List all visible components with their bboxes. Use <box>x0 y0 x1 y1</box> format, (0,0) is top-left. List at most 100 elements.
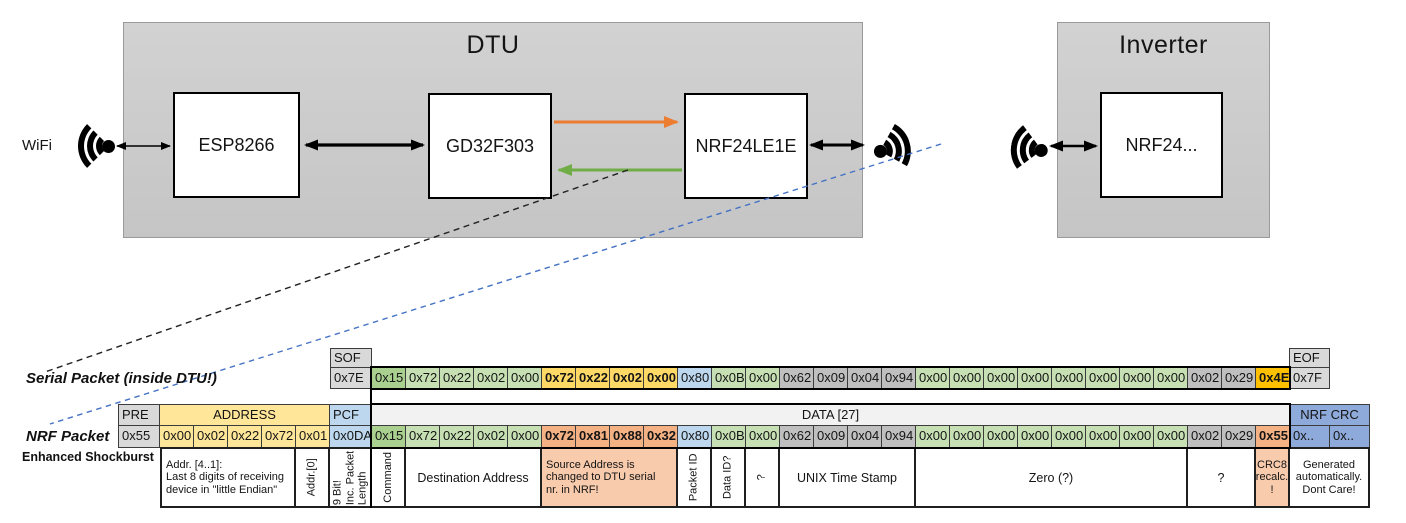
serial-byte-cell: 0x0B <box>711 367 746 389</box>
nrf-byte-cell: 0x09 <box>813 425 848 448</box>
serial-byte-cell: 0x00 <box>643 367 678 389</box>
nrf-byte-cell: 0x00 <box>1051 425 1086 448</box>
address-byte-cell: 0x01 <box>295 425 330 448</box>
annotation-cell: Destination Address <box>404 447 542 508</box>
wifi-label: WiFi <box>22 137 52 154</box>
serial-byte-cell: 0x29 <box>1221 367 1256 389</box>
sof-byte-cell: 0x7E <box>330 367 372 389</box>
serial-byte-cell: 0x80 <box>677 367 712 389</box>
address-byte-cell: 0x22 <box>227 425 262 448</box>
pcf-byte-cell: 0x0DA <box>329 425 372 448</box>
address-byte-cell: 0x02 <box>193 425 228 448</box>
annotation-cell: Zero (?) <box>914 447 1188 508</box>
nrf-packet-label: NRF Packet <box>26 428 110 445</box>
crc-byte-cell: 0x.. <box>1329 425 1370 448</box>
eof-byte-cell: 0x7F <box>1289 367 1330 389</box>
serial-byte-cell: 0x72 <box>405 367 440 389</box>
serial-byte-cell: 0x00 <box>1051 367 1086 389</box>
pre-header-cell: PRE <box>118 404 160 426</box>
annotation-cell: Packet ID <box>676 447 712 508</box>
nrf-byte-cell: 0x00 <box>1085 425 1120 448</box>
component-gd32f303-label: GD32F303 <box>445 135 535 156</box>
serial-header-row: SOF EOF <box>330 348 1330 368</box>
annotation-cell: Source Address is changed to DTU serial … <box>540 447 678 508</box>
annotation-cell: 9 Bit! Inc. Packet Length <box>328 447 372 508</box>
nrf-byte-cell: 0x00 <box>745 425 780 448</box>
serial-byte-cell: 0x02 <box>1187 367 1222 389</box>
address-byte-cell: 0x00 <box>159 425 194 448</box>
wifi-icon <box>981 109 1077 186</box>
serial-byte-cell: 0x4E <box>1255 367 1290 389</box>
nrf-byte-cell: 0x04 <box>847 425 882 448</box>
nrf-byte-cell: 0x88 <box>609 425 644 448</box>
annotation-cell: Addr.[0] <box>294 447 330 508</box>
serial-byte-cell: 0x00 <box>1119 367 1154 389</box>
dtu-title: DTU <box>466 31 520 59</box>
nrf-byte-cell: 0x94 <box>881 425 916 448</box>
sof-header-cell: SOF <box>330 348 372 368</box>
nrf-byte-cell: 0x00 <box>949 425 984 448</box>
component-gd32f303: GD32F303 <box>428 93 552 199</box>
annotation-cell: Generated automatically. Dont Care! <box>1288 447 1370 508</box>
nrf-byte-cell: 0x00 <box>1119 425 1154 448</box>
inverter-title: Inverter <box>1119 31 1208 59</box>
annotation-cell: CRC8 recalc. ! <box>1254 447 1290 508</box>
serial-byte-cell: 0x04 <box>847 367 882 389</box>
serial-byte-cell: 0x00 <box>983 367 1018 389</box>
nrf-byte-cell: 0x72 <box>541 425 576 448</box>
nrf-byte-cell: 0x02 <box>473 425 508 448</box>
component-esp8266: ESP8266 <box>173 92 300 198</box>
nrf-byte-cell: 0x22 <box>439 425 474 448</box>
nrf-byte-cell: 0x00 <box>983 425 1018 448</box>
serial-byte-cell: 0x22 <box>575 367 610 389</box>
serial-byte-cell: 0x15 <box>371 367 406 389</box>
serial-byte-cell: 0x00 <box>949 367 984 389</box>
nrf-byte-cell: 0x72 <box>405 425 440 448</box>
serial-byte-cell: 0x00 <box>1153 367 1188 389</box>
eof-header-cell: EOF <box>1289 348 1330 368</box>
annotation-cell: Addr. [4..1]: Last 8 digits of receiving… <box>160 447 296 508</box>
serial-byte-cell: 0x22 <box>439 367 474 389</box>
serial-byte-cell: 0x00 <box>507 367 542 389</box>
annotation-cell: ? <box>1186 447 1256 508</box>
serial-byte-cell: 0x09 <box>813 367 848 389</box>
spacer <box>371 348 1290 368</box>
nrf-crc-header-cell: NRF CRC <box>1289 404 1370 426</box>
annotation-cell: ? <box>744 447 780 508</box>
nrf-byte-cell: 0x81 <box>575 425 610 448</box>
nrf-byte-cell: 0x62 <box>779 425 814 448</box>
serial-byte-cell: 0x72 <box>541 367 576 389</box>
nrf-byte-cell: 0x00 <box>1017 425 1052 448</box>
nrf-byte-cell: 0x55 <box>1255 425 1290 448</box>
annotation-cell: UNIX Time Stamp <box>778 447 916 508</box>
serial-byte-cell: 0x62 <box>779 367 814 389</box>
serial-byte-cell: 0x00 <box>745 367 780 389</box>
nrf-byte-cell: 0x32 <box>643 425 678 448</box>
component-inverter-nrf24-label: NRF24... <box>1125 134 1198 155</box>
address-header-cell: ADDRESS <box>159 404 330 426</box>
serial-byte-cell: 0x02 <box>473 367 508 389</box>
serial-byte-cell: 0x94 <box>881 367 916 389</box>
nrf-byte-cell: 0x80 <box>677 425 712 448</box>
component-nrf24le1e: NRF24LE1E <box>684 93 808 199</box>
serial-byte-cell: 0x00 <box>1017 367 1052 389</box>
crc-byte-cell: 0x.. <box>1289 425 1330 448</box>
serial-byte-cell: 0x00 <box>1085 367 1120 389</box>
pcf-header-cell: PCF <box>329 404 372 426</box>
serial-byte-cell: 0x02 <box>609 367 644 389</box>
component-inverter-nrf24: NRF24... <box>1100 92 1223 198</box>
nrf-byte-cell: 0x0B <box>711 425 746 448</box>
annotation-cell: Data ID? <box>710 447 746 508</box>
pre-byte-cell: 0x55 <box>118 425 160 448</box>
data-header-cell: DATA [27] <box>371 404 1290 426</box>
component-esp8266-label: ESP8266 <box>198 134 275 155</box>
annotation-row: Addr. [4..1]: Last 8 digits of receiving… <box>160 447 1370 508</box>
nrf-byte-cell: 0x29 <box>1221 425 1256 448</box>
address-byte-cell: 0x72 <box>261 425 296 448</box>
nrf-byte-cell: 0x00 <box>915 425 950 448</box>
nrf-byte-cell: 0x00 <box>507 425 542 448</box>
wifi-icon <box>52 113 122 179</box>
